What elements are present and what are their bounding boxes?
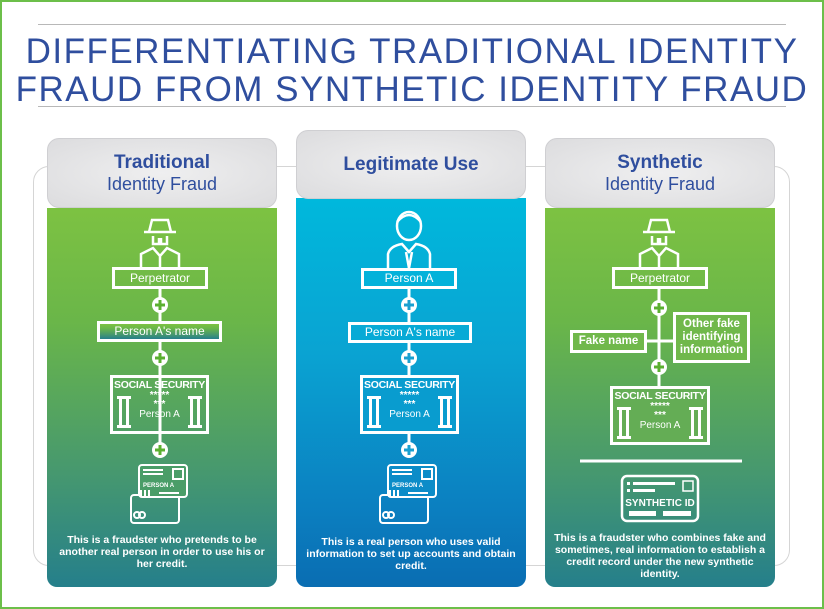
title-line-2: FRAUD FROM SYNTHETIC IDENTITY FRAUD <box>15 70 809 109</box>
synthetic-id-label: SYNTHETIC ID <box>625 498 694 509</box>
credit-cards-icon <box>130 464 188 524</box>
step-perpetrator: Perpetrator <box>612 267 708 289</box>
column-header: Legitimate Use <box>296 130 526 199</box>
description: This is a fraudster who combines fake an… <box>554 532 766 580</box>
ss-name: Person A <box>639 420 681 431</box>
column-header: Synthetic Identity Fraud <box>545 138 775 208</box>
social-security-card: SOCIAL SECURITY ***** *** Person A <box>360 375 459 434</box>
synthetic-id-icon <box>620 474 700 523</box>
column-header: Traditional Identity Fraud <box>47 138 277 208</box>
ss-stars: *** <box>654 410 666 421</box>
social-security-card: SOCIAL SECURITY ***** *** Person A <box>610 386 710 445</box>
ss-stars: ***** <box>650 401 670 412</box>
ss-name: Person A <box>389 409 430 420</box>
step-person-a: Person A <box>361 268 457 289</box>
step-person-a-name: Person A's name <box>97 321 222 342</box>
card-label: PERSON A <box>143 483 175 489</box>
column-body: PERSON A Perpetrator Person A's name SOC… <box>47 208 277 587</box>
ss-stars: *** <box>403 399 416 410</box>
social-security-card: SOCIAL SECURITY ***** *** Person A <box>110 375 209 434</box>
card-label: PERSON A <box>392 483 424 489</box>
description: This is a real person who uses valid inf… <box>306 536 516 572</box>
plus-icon <box>401 350 417 366</box>
ss-title: SOCIAL SECURITY <box>364 379 455 391</box>
plus-icon <box>152 297 168 313</box>
column-body: SYNTHETIC ID Perpetrator Fake name Other… <box>545 208 775 587</box>
plus-icon <box>152 350 168 366</box>
connectors: SYNTHETIC ID <box>580 218 742 523</box>
header-normal: Identity Fraud <box>106 173 218 194</box>
ss-stars: ***** <box>149 390 170 401</box>
top-rule <box>38 24 786 25</box>
description: This is a fraudster who pretends to be a… <box>59 534 265 570</box>
ss-stars: *** <box>153 399 166 410</box>
title-line-1: DIFFERENTIATING TRADITIONAL IDENTITY <box>25 32 799 71</box>
ss-name: Person A <box>139 409 180 420</box>
plus-icon <box>651 300 667 316</box>
ss-stars: ***** <box>399 390 420 401</box>
connectors: PERSON A <box>379 210 437 524</box>
step-fake-name: Fake name <box>570 330 647 353</box>
plus-icon <box>651 359 667 375</box>
spy-icon <box>638 218 680 268</box>
header-bold: Legitimate Use <box>343 153 479 175</box>
person-icon <box>386 210 432 270</box>
step-perpetrator: Perpetrator <box>112 267 208 289</box>
connectors: PERSON A <box>130 218 188 524</box>
step-person-a-name: Person A's name <box>348 322 472 343</box>
spy-icon <box>139 218 181 268</box>
header-normal: Identity Fraud <box>604 173 716 194</box>
column-body: PERSON A Person A Person A's name SOCIAL… <box>296 198 526 587</box>
plus-icon <box>401 297 417 313</box>
ss-title: SOCIAL SECURITY <box>614 390 706 402</box>
plus-icon <box>401 442 417 458</box>
step-other-fake-info: Other fake identifying information <box>673 312 750 363</box>
plus-icon <box>152 442 168 458</box>
page-title: DIFFERENTIATING TRADITIONAL IDENTITY FRA… <box>0 33 824 109</box>
header-bold: Synthetic <box>617 151 703 173</box>
ss-title: SOCIAL SECURITY <box>114 379 205 391</box>
bottom-rule <box>38 106 786 107</box>
header-bold: Traditional <box>113 151 211 173</box>
credit-cards-icon <box>379 464 437 524</box>
